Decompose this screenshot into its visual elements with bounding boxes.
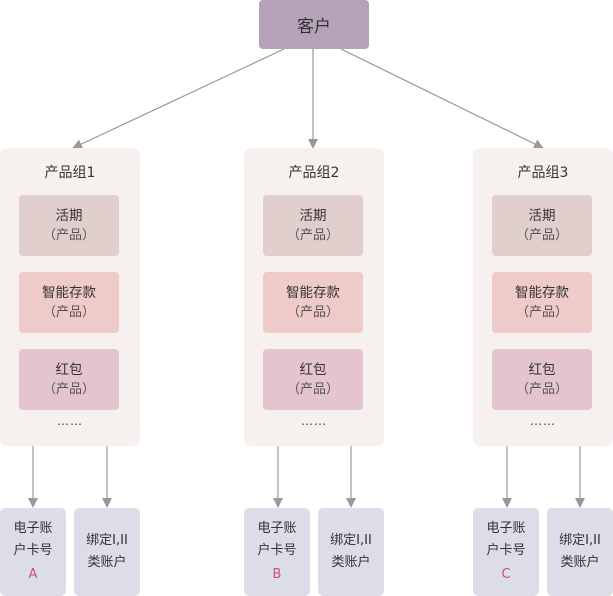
product-current: 活期 （产品） [492, 195, 592, 256]
bound-account-1: 绑定I,II 类账户 [74, 508, 140, 596]
ellipsis: …… [530, 414, 556, 428]
customer-node: 客户 [259, 0, 369, 49]
product-tag: （产品） [42, 304, 95, 320]
bound-account-2: 绑定I,II 类账户 [318, 508, 384, 596]
product-name: 智能存款 [515, 284, 569, 301]
product-smart-deposit: 智能存款 （产品） [19, 272, 119, 333]
product-group-1: 产品组1 活期 （产品） 智能存款 （产品） 红包 （产品） …… [0, 148, 140, 446]
product-group-3: 产品组3 活期 （产品） 智能存款 （产品） 红包 （产品） …… [473, 148, 613, 446]
account-line2: 户卡号 [257, 543, 297, 558]
group-title: 产品组3 [517, 165, 569, 181]
account-line2: 户卡号 [13, 543, 53, 558]
product-red-packet: 红包 （产品） [263, 349, 363, 410]
account-line2: 类账户 [560, 555, 600, 570]
group-title: 产品组2 [288, 165, 340, 181]
product-tag: （产品） [286, 304, 339, 320]
product-red-packet: 红包 （产品） [19, 349, 119, 410]
edge-customer-group1 [72, 48, 285, 149]
account-line1: 电子账 [257, 521, 297, 536]
account-letter: A [28, 567, 38, 582]
account-line1: 绑定I,II [86, 533, 128, 548]
edge-customer-group3 [340, 48, 544, 149]
product-name: 红包 [55, 361, 83, 378]
product-tag: （产品） [286, 381, 339, 397]
product-group-2: 产品组2 活期 （产品） 智能存款 （产品） 红包 （产品） …… [244, 148, 384, 446]
group-title: 产品组1 [44, 165, 96, 181]
product-tag: （产品） [515, 227, 568, 243]
product-smart-deposit: 智能存款 （产品） [492, 272, 592, 333]
account-line1: 电子账 [486, 521, 526, 536]
product-name: 红包 [528, 361, 556, 378]
product-tag: （产品） [42, 227, 95, 243]
bound-account-3: 绑定I,II 类账户 [547, 508, 613, 596]
account-line2: 户卡号 [486, 543, 526, 558]
product-current: 活期 （产品） [19, 195, 119, 256]
product-smart-deposit: 智能存款 （产品） [263, 272, 363, 333]
product-name: 活期 [299, 207, 327, 224]
account-line1: 绑定I,II [330, 533, 372, 548]
ellipsis: …… [57, 414, 83, 428]
product-name: 红包 [299, 361, 327, 378]
account-line2: 类账户 [87, 555, 127, 570]
product-name: 智能存款 [286, 284, 340, 301]
product-tag: （产品） [286, 227, 339, 243]
product-name: 活期 [55, 207, 83, 224]
e-account-card-a: 电子账 户卡号 A [0, 508, 66, 596]
product-name: 智能存款 [42, 284, 96, 301]
e-account-card-c: 电子账 户卡号 C [473, 508, 539, 596]
account-letter: C [501, 567, 511, 582]
product-current: 活期 （产品） [263, 195, 363, 256]
account-letter: B [272, 567, 282, 582]
account-line1: 电子账 [13, 521, 53, 536]
product-tag: （产品） [515, 381, 568, 397]
account-line1: 绑定I,II [559, 533, 601, 548]
product-tag: （产品） [515, 304, 568, 320]
ellipsis: …… [301, 414, 327, 428]
account-line2: 类账户 [331, 555, 371, 570]
product-red-packet: 红包 （产品） [492, 349, 592, 410]
product-name: 活期 [528, 207, 556, 224]
customer-label: 客户 [297, 17, 331, 37]
product-tag: （产品） [42, 381, 95, 397]
e-account-card-b: 电子账 户卡号 B [244, 508, 310, 596]
